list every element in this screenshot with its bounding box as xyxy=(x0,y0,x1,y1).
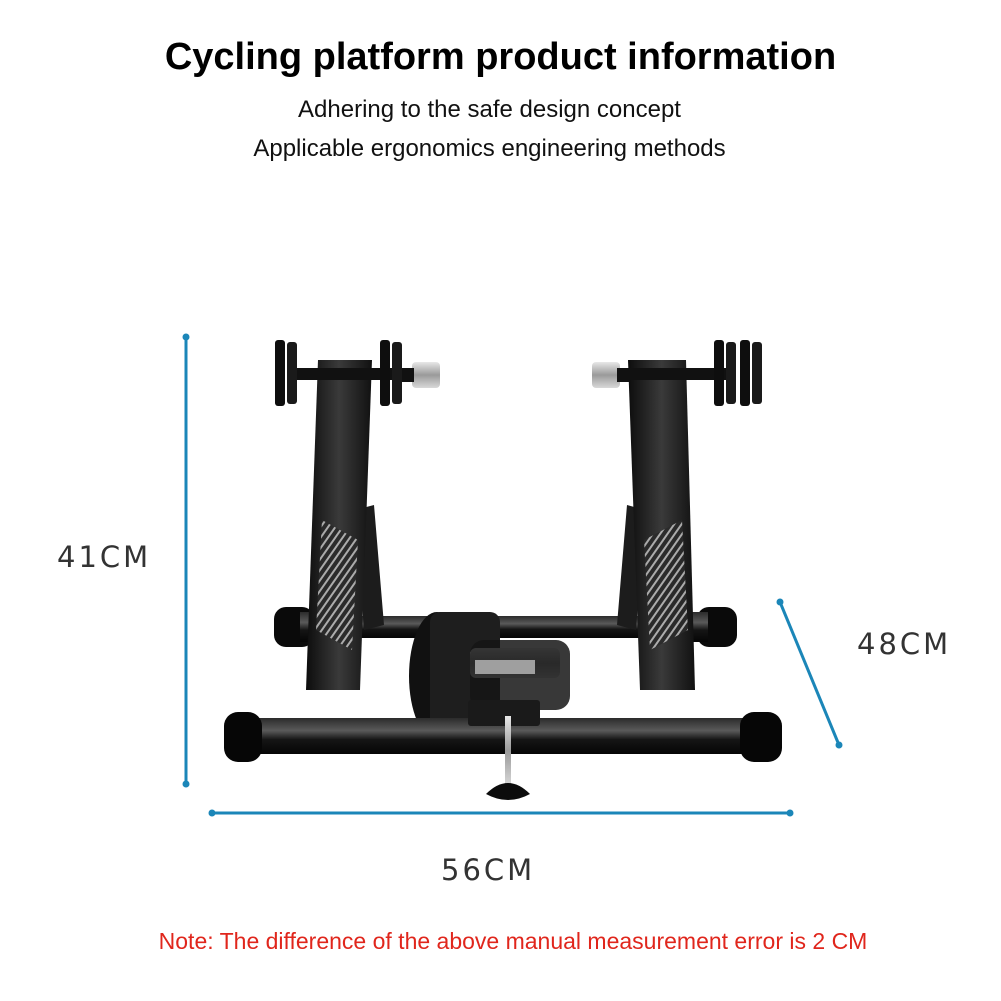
trainer-frame xyxy=(224,340,782,800)
depth-dimension-label: 48CM xyxy=(857,627,952,661)
height-dimension-line xyxy=(182,333,190,788)
depth-dimension-line xyxy=(776,598,843,749)
subtitle-line-1: Adhering to the safe design concept xyxy=(298,96,681,123)
width-dimension-label: 56CM xyxy=(441,853,536,887)
page-title: Cycling platform product information xyxy=(164,36,837,78)
height-dimension-label: 41CM xyxy=(57,540,152,574)
subtitle-line-2: Applicable ergonomics engineering method… xyxy=(253,135,726,162)
width-dimension-line xyxy=(208,809,794,817)
measurement-note: Note: The difference of the above manual… xyxy=(158,928,868,954)
